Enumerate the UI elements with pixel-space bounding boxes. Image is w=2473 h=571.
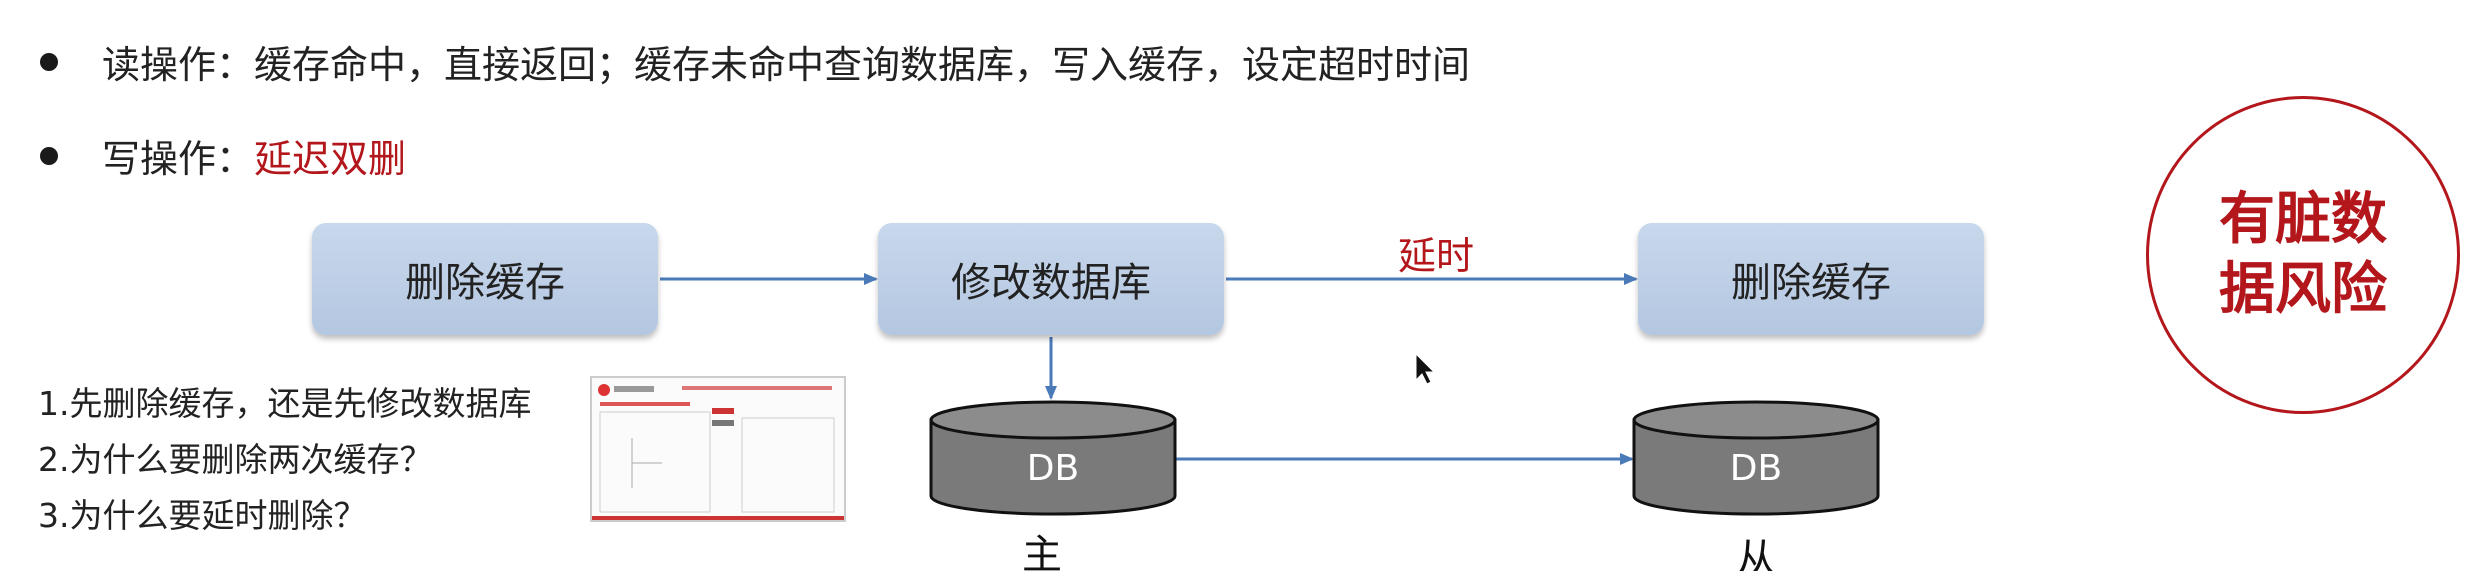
master-db-label: DB [1026, 448, 1080, 489]
bullet-write-operation: 写操作：延迟双删 [40, 128, 406, 183]
thumbnail-image [592, 378, 844, 520]
mouse-cursor-icon [1415, 352, 1436, 385]
write-operation-prefix: 写操作： [102, 137, 255, 181]
question-item: 1.先删除缓存，还是先修改数据库 [38, 384, 532, 423]
question-item: 3.为什么要延时删除？ [38, 496, 367, 535]
question-item: 2.为什么要删除两次缓存？ [38, 440, 433, 479]
slave-db-cylinder [1632, 400, 1880, 516]
flow-step-label: 修改数据库 [951, 260, 1151, 306]
bullet-dot-icon [40, 52, 58, 71]
risk-text-line2: 据风险 [2219, 257, 2387, 322]
write-operation-highlight: 延迟双删 [254, 137, 407, 181]
slave-role-label: 从 [1736, 536, 1776, 571]
bullet-read-operation: 读操作：缓存命中，直接返回；缓存未命中查询数据库，写入缓存，设定超时时间 [40, 34, 1470, 89]
flow-step-delete-cache-2: 删除缓存 [1638, 223, 1984, 335]
master-role-label: 主 [1022, 532, 1062, 571]
slave-db-label: DB [1729, 448, 1783, 489]
flow-step-label: 删除缓存 [405, 260, 565, 306]
flow-step-modify-database: 修改数据库 [878, 223, 1224, 335]
flow-step-delete-cache-1: 删除缓存 [312, 223, 658, 335]
read-operation-text: 读操作：缓存命中，直接返回；缓存未命中查询数据库，写入缓存，设定超时时间 [102, 43, 1471, 87]
flow-step-label: 删除缓存 [1731, 260, 1891, 306]
dirty-data-risk-badge: 有脏数 据风险 [2146, 96, 2460, 414]
risk-text-line1: 有脏数 [2219, 187, 2387, 252]
bullet-dot-icon [40, 146, 58, 165]
delay-label: 延时 [1398, 234, 1475, 278]
master-db-cylinder [929, 400, 1177, 516]
question-list: 1.先删除缓存，还是先修改数据库 2.为什么要删除两次缓存？ 3.为什么要延时删… [38, 376, 532, 544]
screenshot-thumbnail [590, 376, 846, 522]
